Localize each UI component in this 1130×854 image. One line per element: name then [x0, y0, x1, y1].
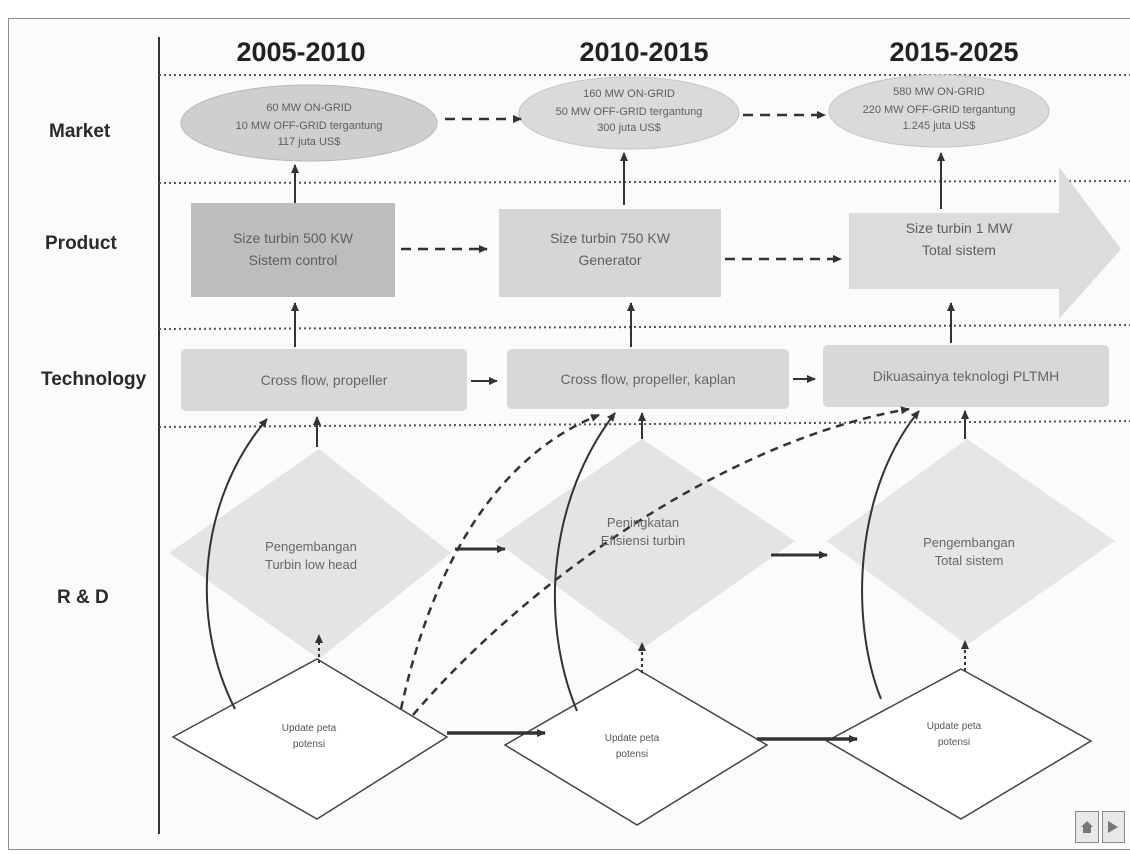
rnd-3-line-1: Pengembangan [923, 535, 1015, 550]
rnd-1-line-1: Pengembangan [265, 539, 357, 554]
potensi-1-line-2: potensi [293, 739, 325, 750]
home-icon[interactable] [1075, 811, 1099, 843]
rnd-diamond-3 [827, 439, 1115, 645]
market-3-line-1: 580 MW ON-GRID [893, 86, 985, 98]
row-label-product: Product [45, 233, 117, 254]
slide-nav [1075, 811, 1125, 845]
period-header-3: 2015-2025 [889, 37, 1018, 67]
market-3-line-3: 1.245 juta US$ [903, 120, 976, 132]
potensi-diamond-3 [825, 668, 1093, 820]
product-1-line-1: Size turbin 500 KW [233, 230, 354, 246]
product-2-line-1: Size turbin 750 KW [550, 230, 671, 246]
market-1-line-1: 60 MW ON-GRID [266, 102, 352, 114]
row-label-market: Market [49, 121, 111, 142]
technology-2-text: Cross flow, propeller, kaplan [560, 371, 735, 387]
market-1-line-2: 10 MW OFF-GRID tergantung [236, 120, 383, 132]
curve-loop-2 [553, 412, 616, 712]
market-2-line-2: 50 MW OFF-GRID tergantung [556, 106, 703, 118]
technology-3-text: Dikuasainya teknologi PLTMH [873, 368, 1060, 384]
potensi-2-line-2: potensi [616, 749, 648, 760]
period-header-2: 2010-2015 [579, 37, 708, 67]
rnd-2-line-1: Peningkatan [607, 515, 679, 530]
separator-product-technology [158, 324, 1130, 330]
curve-loop-3 [861, 410, 920, 700]
market-2-line-1: 160 MW ON-GRID [583, 88, 675, 100]
technology-1-text: Cross flow, propeller [261, 372, 388, 388]
rnd-3-line-2: Total sistem [935, 553, 1004, 568]
roadmap-diagram: Market Product Technology R & D 2005-201… [41, 37, 1130, 834]
technology-box-1 [181, 349, 467, 411]
market-ellipse-1 [180, 84, 438, 162]
market-2-line-3: 300 juta US$ [597, 122, 661, 134]
product-1-line-2: Sistem control [249, 252, 338, 268]
potensi-diamond-1 [171, 658, 449, 820]
product-big-arrow [849, 167, 1121, 319]
curve-loop-1 [205, 418, 268, 710]
product-2-line-2: Generator [578, 252, 641, 268]
product-3-line-1: Size turbin 1 MW [906, 220, 1013, 236]
period-header-1: 2005-2010 [236, 37, 365, 67]
potensi-3-line-1: Update peta [927, 721, 982, 732]
product-box-2 [499, 209, 721, 297]
dashed-curve-1 [399, 413, 600, 710]
market-3-line-2: 220 MW OFF-GRID tergantung [863, 104, 1016, 116]
potensi-2-line-1: Update peta [605, 733, 660, 744]
rnd-diamond-1 [169, 449, 451, 659]
product-3-line-2: Total sistem [922, 242, 996, 258]
potensi-1-line-1: Update peta [282, 723, 337, 734]
product-box-1 [191, 203, 395, 297]
rnd-1-line-2: Turbin low head [265, 557, 357, 572]
rnd-diamond-2 [495, 439, 795, 649]
separator-technology-rnd [158, 420, 1130, 428]
potensi-3-line-2: potensi [938, 737, 970, 748]
separator-market-product [158, 180, 1130, 184]
potensi-diamond-2 [503, 668, 769, 826]
technology-box-3 [823, 345, 1109, 407]
rnd-2-line-2: Efisiensi turbin [601, 533, 686, 548]
market-1-line-3: 117 juta US$ [278, 136, 341, 148]
dashed-curve-2 [412, 406, 910, 716]
slide-frame: Market Product Technology R & D 2005-201… [8, 18, 1130, 850]
market-ellipse-2 [518, 76, 740, 150]
technology-box-2 [507, 349, 789, 409]
market-ellipse-3 [828, 74, 1050, 148]
row-label-technology: Technology [41, 369, 147, 390]
next-slide-icon[interactable] [1101, 811, 1125, 843]
row-label-rnd: R & D [57, 587, 109, 608]
